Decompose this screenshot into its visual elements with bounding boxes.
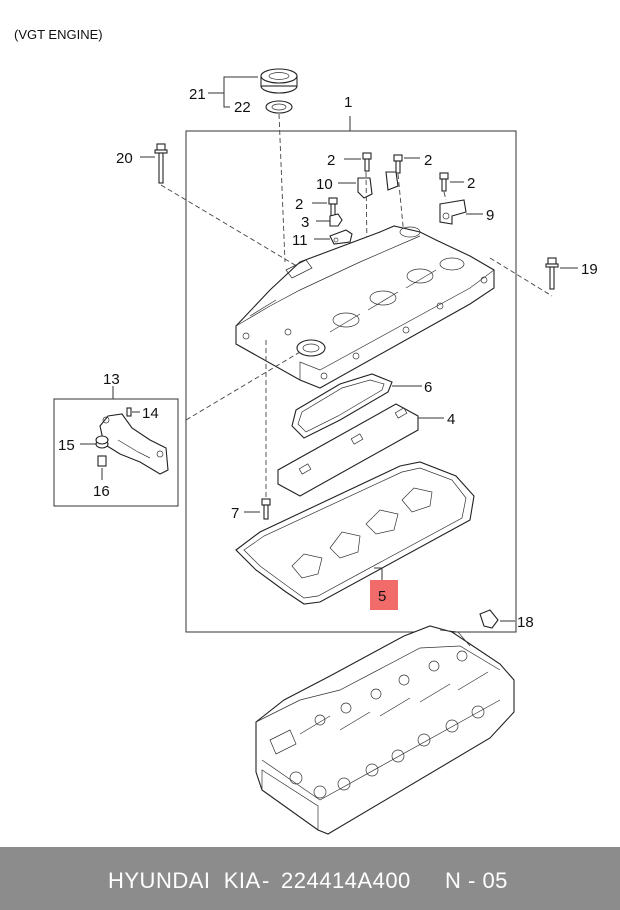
callout-11: 11 [292, 232, 308, 249]
bracket-9 [439, 199, 467, 225]
parts-diagram: (VGT ENGINE) 1 21 22 20 2 2 2 [14, 27, 598, 835]
clip-11 [329, 229, 353, 245]
guide-22 [278, 113, 286, 263]
bolt-2-c [439, 172, 449, 192]
bolt-20 [154, 143, 168, 184]
callout-19: 19 [581, 261, 598, 278]
callout-2b: 2 [424, 152, 432, 169]
callout-6: 6 [424, 379, 432, 396]
bracket-13 [99, 413, 169, 475]
callout-9: 9 [486, 207, 494, 224]
footer-part-number: 224414A400 [281, 868, 411, 893]
callout-18: 18 [517, 614, 534, 631]
bracket-10 [357, 171, 399, 199]
callout-3: 3 [301, 214, 309, 231]
leader-5 [374, 567, 383, 580]
callout-14: 14 [142, 405, 159, 422]
bolt-2-d [328, 197, 338, 217]
gasket-4 [277, 403, 419, 497]
plug-18 [479, 609, 499, 629]
group-frame-1 [185, 116, 517, 633]
footer-bar: HYUNDAI KIA - 224414A400 N - 05 [0, 847, 620, 910]
callout-15: 15 [58, 437, 75, 454]
oil-filler-gasket [265, 100, 293, 114]
callout-2c: 2 [467, 175, 475, 192]
guide-13 [185, 351, 301, 421]
footer-brand: HYUNDAI KIA [108, 868, 261, 893]
gasket-6 [291, 373, 393, 439]
bolt-19 [545, 257, 559, 290]
callout-21: 21 [189, 86, 206, 103]
callout-13: 13 [103, 371, 120, 388]
callout-2a: 2 [327, 152, 335, 169]
callout-5-highlight [370, 580, 398, 610]
bolt-2-a [362, 152, 372, 172]
bolt-2-b [393, 154, 403, 174]
callout-10: 10 [316, 176, 333, 193]
guide-2b [397, 173, 405, 237]
guide-19 [489, 257, 553, 297]
grommet-15 [95, 435, 109, 449]
callout-16: 16 [93, 483, 110, 500]
callout-1: 1 [344, 94, 352, 111]
group-frame-13 [53, 398, 179, 507]
nut-3 [329, 213, 343, 227]
leader-21-22 [223, 76, 258, 108]
footer-separator: - [262, 868, 270, 893]
callout-5: 5 [378, 588, 386, 605]
diagram-title: (VGT ENGINE) [14, 27, 103, 42]
cylinder-head [255, 625, 515, 835]
callout-22: 22 [234, 99, 251, 116]
callout-2d: 2 [295, 196, 303, 213]
callout-4: 4 [447, 411, 455, 428]
oil-filler-cap [260, 68, 298, 94]
footer-code: N - 05 [445, 868, 508, 893]
sleeve-16 [97, 455, 107, 467]
pin-14 [126, 407, 132, 417]
bolt-7 [261, 498, 271, 520]
guide-2c [443, 191, 447, 201]
callout-20: 20 [116, 150, 133, 167]
head-cover-gasket-5 [235, 461, 475, 605]
cylinder-head-cover [235, 225, 495, 389]
callout-7: 7 [231, 505, 239, 522]
guide-20 [160, 184, 301, 269]
